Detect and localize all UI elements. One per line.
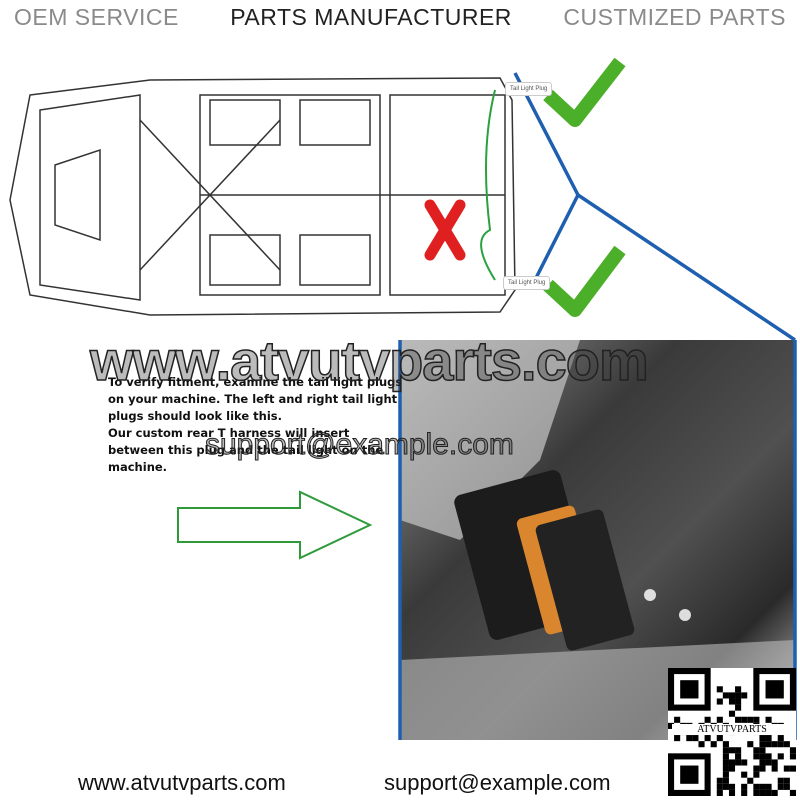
footer-email: support@example.com [384, 770, 611, 795]
red-x-icon [424, 199, 466, 261]
fitment-description: To verify fitment, examine the tail ligh… [108, 374, 408, 476]
description-paragraph-2: Our custom rear T harness will insert be… [108, 426, 384, 474]
description-paragraph-1: To verify fitment, examine the tail ligh… [108, 375, 403, 423]
tail-light-plug-photo [400, 340, 795, 740]
qr-code-pattern [668, 668, 796, 796]
qr-label: ATVUTVPARTS [672, 724, 792, 735]
header-customized-parts: CUSTMIZED PARTS [563, 4, 786, 30]
watermark-email: support@example.com [205, 428, 515, 462]
tail-light-plug-label-bottom: Tail Light Plug [503, 276, 551, 290]
tail-light-plug-label-top: Tail Light Plug [505, 82, 553, 96]
arrow-right-icon [177, 490, 373, 560]
harness-wire [480, 89, 496, 281]
header-oem-service: OEM SERVICE [14, 4, 179, 30]
header-parts-manufacturer: PARTS MANUFACTURER [230, 4, 512, 30]
header-bar: OEM SERVICE PARTS MANUFACTURER CUSTMIZED… [0, 4, 800, 31]
checkmark-bottom-icon [543, 245, 626, 317]
watermark-url: www.atvutvparts.com [89, 328, 649, 393]
utv-outline [9, 77, 516, 316]
callout-lines [398, 72, 797, 740]
footer-url: www.atvutvparts.com [78, 770, 286, 795]
checkmark-top-icon [543, 57, 626, 127]
